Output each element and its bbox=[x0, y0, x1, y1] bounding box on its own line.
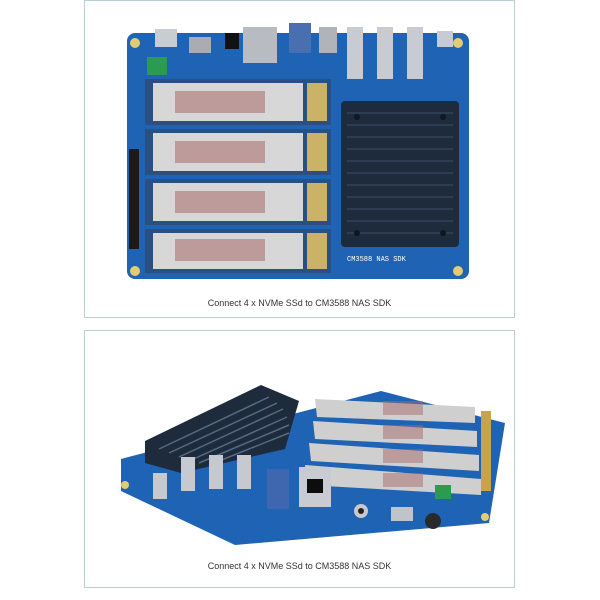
card-caption: Connect 4 x NVMe SSd to CM3588 NAS SDK bbox=[207, 298, 392, 308]
board-angled-view-photo bbox=[85, 331, 514, 563]
card-caption: Connect 4 x NVMe SSd to CM3588 NAS SDK bbox=[207, 561, 392, 571]
product-card-angled-view: Connect 4 x NVMe SSd to CM3588 NAS SDK bbox=[84, 330, 515, 588]
board-silkscreen: CM3588 NAS SDK bbox=[347, 256, 407, 264]
product-card-top-view: CM3588 NAS SDK Connect 4 x NVMe SSd to C… bbox=[84, 0, 515, 318]
board-top-view-photo: CM3588 NAS SDK bbox=[85, 1, 514, 293]
